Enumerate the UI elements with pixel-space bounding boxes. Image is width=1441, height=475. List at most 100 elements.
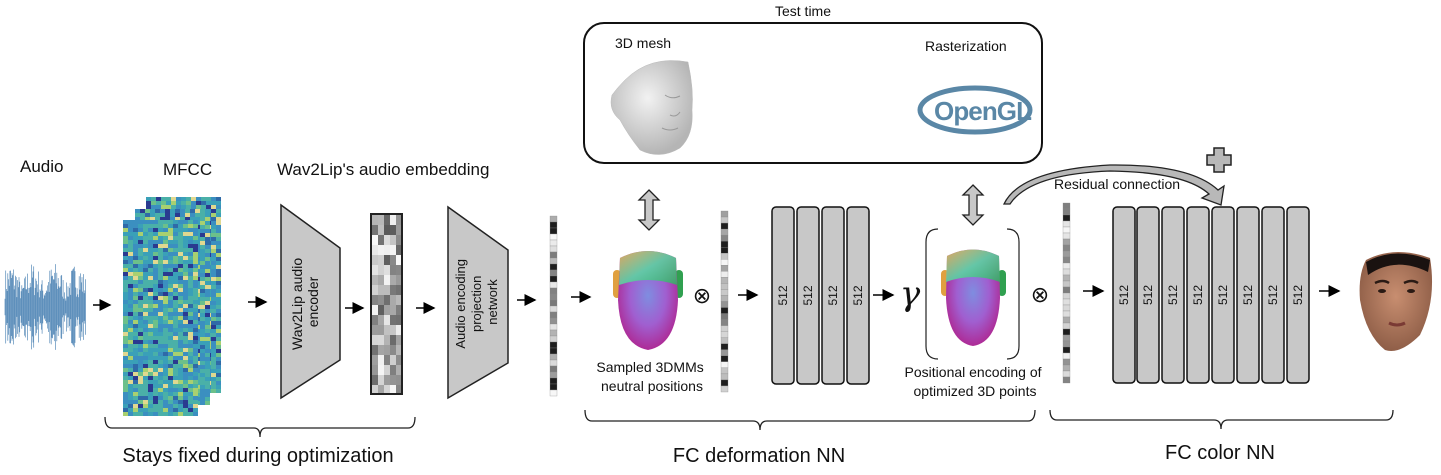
mfcc-cell <box>168 356 173 360</box>
mfcc-cell <box>200 393 205 397</box>
mfcc-cell <box>205 329 210 333</box>
layer-rect <box>1161 206 1185 384</box>
embedding-cell <box>372 235 378 245</box>
mfcc-cell <box>143 304 148 308</box>
vector-cell <box>549 389 558 397</box>
mfcc-cell <box>168 388 173 392</box>
mfcc-cell <box>211 209 216 213</box>
mfcc-cell <box>138 260 143 264</box>
layer-rect <box>1186 206 1210 384</box>
mfcc-cell <box>183 368 188 372</box>
embedding-cell <box>372 325 378 335</box>
vector-cell <box>720 367 729 375</box>
mfcc-cell <box>148 280 153 284</box>
mfcc-cell <box>158 296 163 300</box>
mfcc-cell <box>193 244 198 248</box>
mfcc-cell <box>193 256 198 260</box>
mfcc-cell <box>128 284 133 288</box>
mfcc-cell <box>123 300 128 304</box>
mfcc-cell <box>183 264 188 268</box>
mfcc-cell <box>133 400 138 404</box>
mfcc-cell <box>168 364 173 368</box>
vector-cell <box>720 349 729 356</box>
vector-cell <box>720 234 729 242</box>
mfcc-cell <box>170 217 175 221</box>
mfcc-cell <box>216 369 221 373</box>
mfcc-cell <box>123 224 128 228</box>
mfcc-cell <box>148 240 153 244</box>
mfcc-cell <box>216 381 221 385</box>
embedding-cell <box>396 255 402 265</box>
mfcc-cell <box>193 272 198 276</box>
mfcc-cell <box>205 369 210 373</box>
mfcc-cell <box>168 360 173 364</box>
mfcc-cell <box>211 373 216 377</box>
embedding-cell <box>384 315 390 325</box>
mfcc-cell <box>168 328 173 332</box>
mfcc-cell <box>186 201 191 205</box>
vector-cell <box>720 228 729 236</box>
mfcc-cell <box>178 292 183 296</box>
mfcc-cell <box>158 368 163 372</box>
mfcc-cell <box>193 280 198 284</box>
mfcc-cell <box>163 388 168 392</box>
mfcc-cell <box>188 412 193 416</box>
mfcc-cell <box>185 209 190 213</box>
mfcc-cell <box>178 232 183 236</box>
mfcc-cell <box>178 400 183 404</box>
vector-cell <box>1062 202 1071 210</box>
mfcc-cell <box>170 209 175 213</box>
layer-rect <box>846 206 870 385</box>
mfcc-cell <box>193 388 198 392</box>
mfcc-cell <box>200 221 205 225</box>
mfcc-cell <box>163 384 168 388</box>
mfcc-cell <box>158 240 163 244</box>
mfcc-cell <box>153 220 158 224</box>
mfcc-cell <box>205 225 210 229</box>
mfcc-cell <box>143 224 148 228</box>
mfcc-cell <box>133 220 138 224</box>
mfcc-cell <box>178 324 183 328</box>
mfcc-cell <box>148 396 153 400</box>
mfcc-cell <box>183 376 188 380</box>
mfcc-cell <box>158 340 163 344</box>
mfcc-cell <box>133 308 138 312</box>
mfcc-cell <box>173 220 178 224</box>
mfcc-cell <box>188 300 193 304</box>
mfcc-cell <box>173 244 178 248</box>
mfcc-cell <box>168 392 173 396</box>
layer-size-label: 512 <box>1117 285 1131 305</box>
vector-cell <box>1062 292 1071 300</box>
mfcc-cell <box>163 368 168 372</box>
mfcc-cell <box>178 404 183 408</box>
mfcc-cell <box>216 229 221 233</box>
mfcc-cell <box>163 252 168 256</box>
mfcc-cell <box>148 404 153 408</box>
mfcc-cell <box>173 236 178 240</box>
mfcc-cell <box>193 304 198 308</box>
mfcc-cell <box>158 384 163 388</box>
mfcc-cell <box>128 248 133 252</box>
embedding-cell <box>378 365 384 375</box>
mfcc-cell <box>200 389 205 393</box>
mfcc-cell <box>168 384 173 388</box>
mfcc-cell <box>205 377 210 381</box>
mfcc-cell <box>173 276 178 280</box>
mfcc-cell <box>216 385 221 389</box>
embedding-cell <box>396 335 402 345</box>
mfcc-cell <box>191 201 196 205</box>
mfcc-cell <box>133 300 138 304</box>
vector-cell <box>720 247 729 254</box>
mfcc-cell <box>158 352 163 356</box>
mfcc-cell <box>173 336 178 340</box>
mfcc-cell <box>188 388 193 392</box>
mfcc-cell <box>193 316 198 320</box>
mfcc-cell <box>211 245 216 249</box>
mfcc-cell <box>178 288 183 292</box>
mfcc-cell <box>168 252 173 256</box>
mfcc-cell <box>133 408 138 412</box>
mfcc-cell <box>188 396 193 400</box>
mfcc-cell <box>188 316 193 320</box>
mfcc-cell <box>143 404 148 408</box>
mfcc-cell <box>216 293 221 297</box>
